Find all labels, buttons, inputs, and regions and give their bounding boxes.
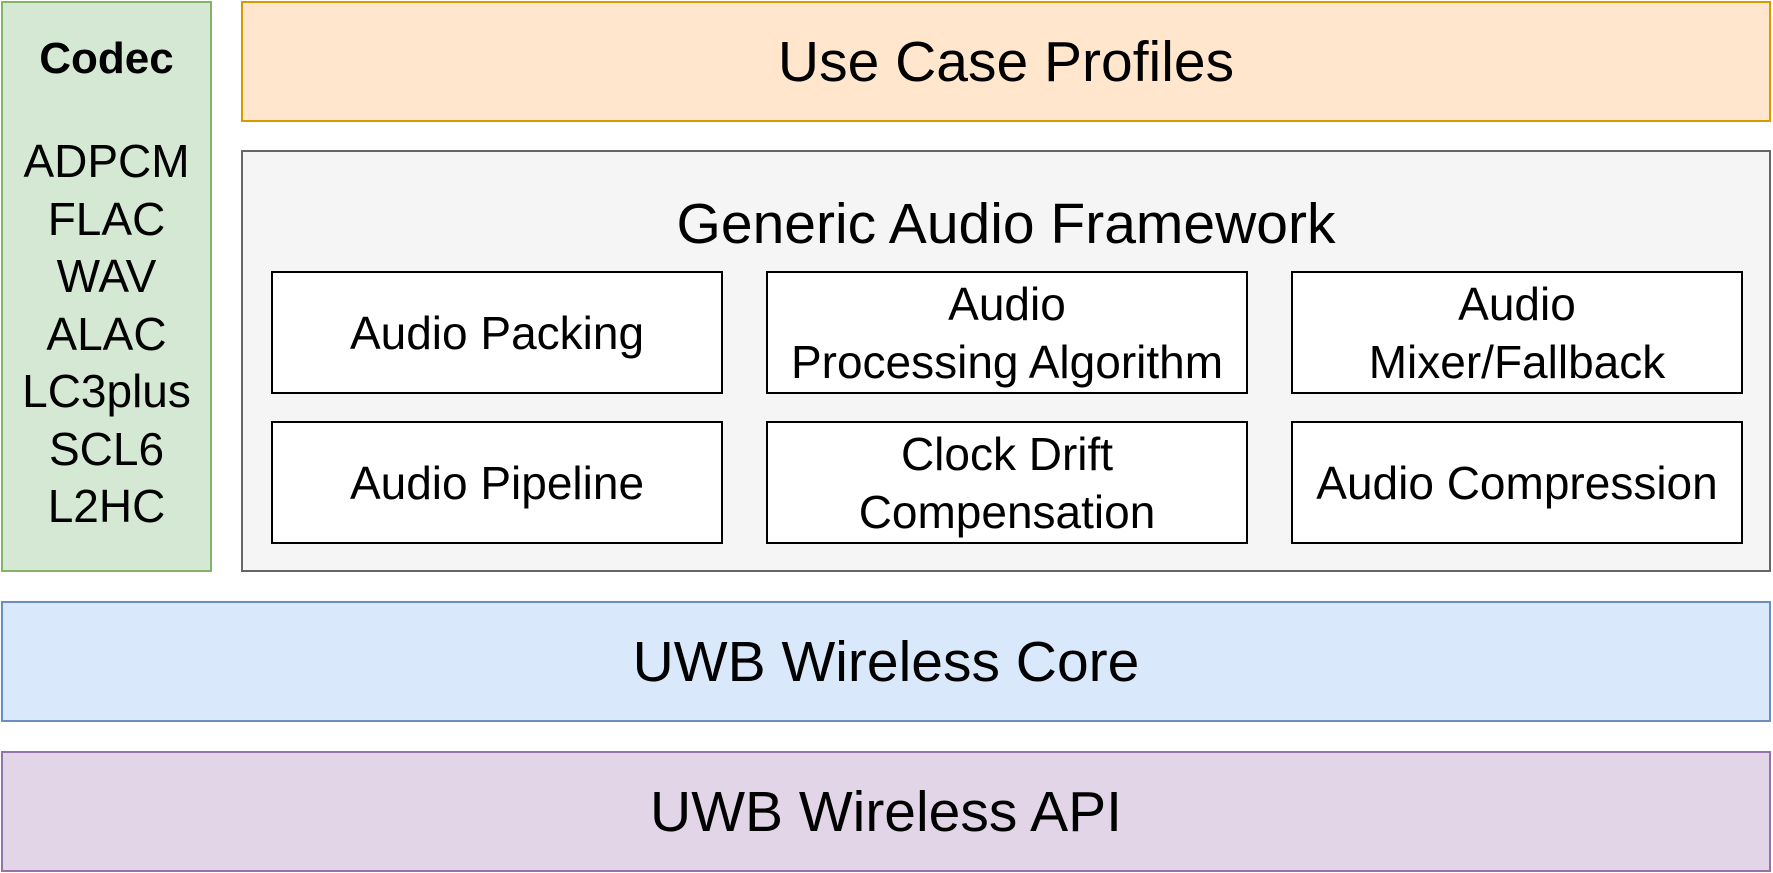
uwb-wireless-api-layer: UWB Wireless API	[1, 751, 1771, 872]
codec-panel: Codec ADPCM FLAC WAV ALAC LC3plus SCL6 L…	[1, 1, 212, 572]
codec-item-alac: ALAC	[46, 307, 167, 360]
component-audio-compression: Audio Compression	[1291, 421, 1743, 544]
component-clock-drift-compensation: Clock Drift Compensation	[766, 421, 1248, 544]
generic-audio-framework-layer: Generic Audio Framework Audio Packing Au…	[241, 150, 1771, 572]
component-audio-processing-algorithm: Audio Processing Algorithm	[766, 271, 1248, 394]
codec-item-scl6: SCL6	[48, 422, 165, 475]
use-case-profiles-layer: Use Case Profiles	[241, 1, 1771, 122]
codec-list: ADPCM FLAC WAV ALAC LC3plus SCL6 L2HC	[22, 133, 191, 536]
codec-item-flac: FLAC	[47, 192, 166, 245]
uwb-wireless-api-label: UWB Wireless API	[650, 779, 1122, 844]
codec-item-wav: WAV	[56, 250, 157, 302]
codec-title: Codec	[39, 34, 174, 83]
use-case-profiles-label: Use Case Profiles	[777, 29, 1235, 94]
codec-item-adpcm: ADPCM	[23, 135, 190, 187]
codec-item-lc3plus: LC3plus	[22, 365, 191, 417]
uwb-wireless-core-layer: UWB Wireless Core	[1, 601, 1771, 722]
component-audio-mixer-fallback: Audio Mixer/Fallback	[1291, 271, 1743, 394]
uwb-wireless-core-label: UWB Wireless Core	[632, 629, 1140, 694]
framework-title: Generic Audio Framework	[676, 192, 1336, 256]
codec-item-l2hc: L2HC	[47, 480, 166, 532]
component-audio-packing: Audio Packing	[271, 271, 723, 394]
component-audio-pipeline: Audio Pipeline	[271, 421, 723, 544]
